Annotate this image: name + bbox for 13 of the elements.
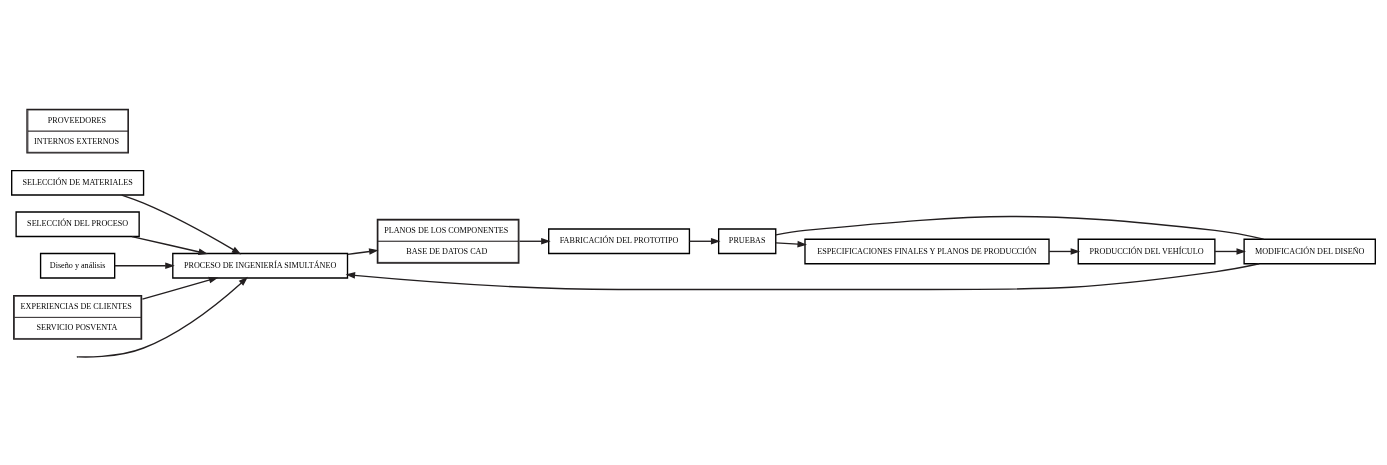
arrow (518, 237, 551, 245)
arrow (345, 262, 1260, 290)
arrow (1214, 247, 1246, 255)
arrow (131, 235, 208, 255)
arrow (346, 247, 379, 255)
arrow (141, 276, 219, 300)
arrow (114, 261, 175, 269)
arrow (121, 193, 242, 254)
arrow (688, 237, 721, 245)
arrow (1048, 247, 1081, 255)
arrow (77, 276, 248, 358)
arrow (775, 240, 807, 247)
connector (775, 215, 1265, 240)
